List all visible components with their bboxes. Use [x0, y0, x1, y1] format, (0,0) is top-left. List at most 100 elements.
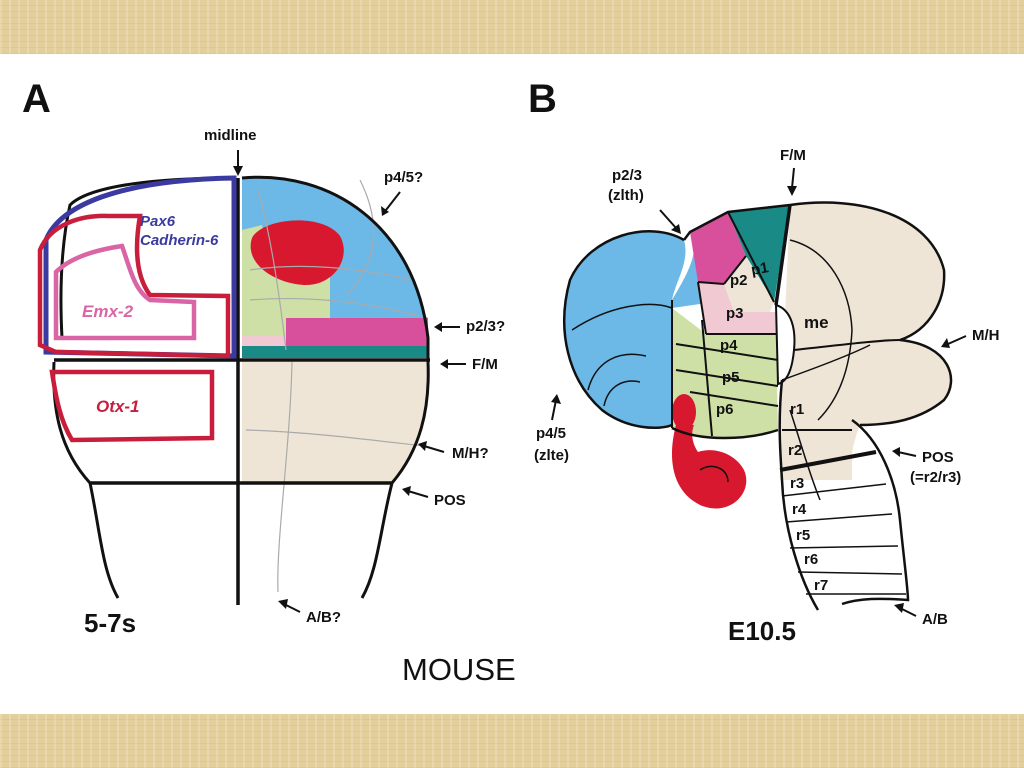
- outline-hindbrain-left: [778, 379, 820, 611]
- arrow: [423, 445, 445, 453]
- label-f-m: F/M: [472, 356, 498, 373]
- rhombomere-label-r7: r7: [814, 577, 828, 594]
- panel-a-letter: A: [22, 77, 51, 121]
- internal-line: [571, 303, 673, 331]
- label-zlte: (zlte): [534, 447, 569, 464]
- outline-hindbrain-right: [841, 418, 910, 606]
- divider: [675, 369, 779, 387]
- label-pos-b-detail: (=r2/r3): [910, 469, 961, 486]
- prosomere-label-p3: p3: [726, 305, 744, 322]
- grey-line: [277, 361, 293, 593]
- arrow-head: [233, 166, 243, 176]
- region-p1-teal: [728, 205, 790, 302]
- outline-telencephalon: [563, 230, 685, 430]
- grey-line: [249, 265, 413, 281]
- region-midbrain-tan: [242, 362, 429, 483]
- gene-label-cadherin6: Cadherin-6: [140, 232, 219, 249]
- otx1-domain: [49, 369, 215, 443]
- label-p2-3: p2/3?: [466, 318, 505, 335]
- divider: [697, 281, 725, 285]
- label-p4-5-b: p4/5: [536, 425, 566, 442]
- arrow-head: [418, 441, 427, 451]
- prosomere-label-p6: p6: [716, 401, 734, 418]
- spiral-line: [699, 465, 729, 483]
- prosomere-label-p1: p1: [750, 259, 770, 279]
- outline-dorsal: [683, 201, 953, 427]
- rhombomere-label-r4: r4: [792, 501, 807, 518]
- internal-line: [789, 409, 821, 501]
- decorative-bottom-band: [0, 714, 1024, 768]
- stage-label-b: E10.5: [728, 616, 796, 646]
- arrow-head: [381, 206, 389, 216]
- gene-label-pax6: Pax6: [140, 213, 176, 230]
- internal-line: [789, 239, 853, 421]
- arrow-head: [671, 224, 681, 234]
- arrow-head: [440, 359, 448, 369]
- rhombomere-label-r3: r3: [790, 475, 804, 492]
- red-region-a: [250, 220, 344, 286]
- arrow: [897, 451, 917, 457]
- emx2-inner: [53, 243, 197, 341]
- rhombomere-label-r6: r6: [804, 551, 818, 568]
- grey-line: [249, 297, 421, 317]
- divider: [689, 391, 779, 407]
- region-p2-magenta: [690, 212, 746, 284]
- rhombomere-label-r2: r2: [788, 442, 802, 459]
- grey-line: [257, 189, 287, 351]
- label-me: me: [804, 313, 829, 332]
- region-p2-3-magenta: [286, 318, 428, 338]
- arrow-head: [894, 603, 904, 613]
- region-p3-pink: [698, 282, 776, 334]
- arrow: [407, 490, 429, 498]
- m-h-line: [793, 339, 901, 351]
- divider: [723, 255, 747, 285]
- divider: [701, 319, 713, 437]
- rhombomere-line: [781, 483, 887, 497]
- internal-line: [587, 353, 647, 391]
- stage-label-a: 5-7s: [84, 608, 136, 638]
- rhombomere-label-r1: r1: [790, 401, 804, 418]
- label-a-b: A/B?: [306, 609, 341, 626]
- rhombomere-label-r5: r5: [796, 527, 810, 544]
- arrow: [385, 191, 401, 211]
- arrow: [659, 209, 677, 229]
- red-eye-b: [672, 394, 696, 430]
- arrow: [551, 399, 557, 421]
- arrow-head: [941, 338, 950, 348]
- prosomere-label-p4: p4: [720, 337, 738, 354]
- midline-label: midline: [204, 127, 257, 144]
- outline-ventral: [671, 426, 779, 440]
- decorative-top-band: [0, 0, 1024, 54]
- rhombomere-line: [785, 513, 893, 523]
- label-m-h-b: M/H: [972, 327, 1000, 344]
- region-p2-tan: [724, 256, 774, 312]
- pos-line-b: [779, 450, 877, 472]
- arrow: [791, 167, 795, 189]
- region-telencephalon-blue: [564, 231, 686, 428]
- arrow-head: [402, 486, 411, 496]
- label-pos: POS: [434, 492, 466, 509]
- region-me-tan: [779, 202, 952, 480]
- panel-b: B: [528, 77, 1000, 646]
- outline-right: [241, 175, 430, 599]
- region-green-strip: [242, 318, 286, 336]
- label-m-h: M/H?: [452, 445, 489, 462]
- panel-b-letter: B: [528, 77, 557, 121]
- gene-label-otx1: Otx-1: [96, 397, 139, 416]
- grey-line: [245, 429, 425, 447]
- f-m-line-b: [774, 204, 792, 306]
- prosomere-label-p2: p2: [730, 272, 748, 289]
- rhombomere-line: [797, 571, 903, 575]
- label-a-b-b: A/B: [922, 611, 948, 628]
- internal-line: [781, 344, 871, 381]
- region-f-m-teal: [242, 346, 428, 358]
- label-f-m-b: F/M: [780, 147, 806, 164]
- arrow-head: [434, 322, 442, 332]
- arrow-head: [787, 186, 797, 196]
- arrow-head: [551, 394, 561, 404]
- label-p2-3-b: p2/3: [612, 167, 642, 184]
- arrow-head: [278, 599, 288, 609]
- region-p4-p6-green: [672, 308, 778, 438]
- internal-line: [603, 380, 641, 407]
